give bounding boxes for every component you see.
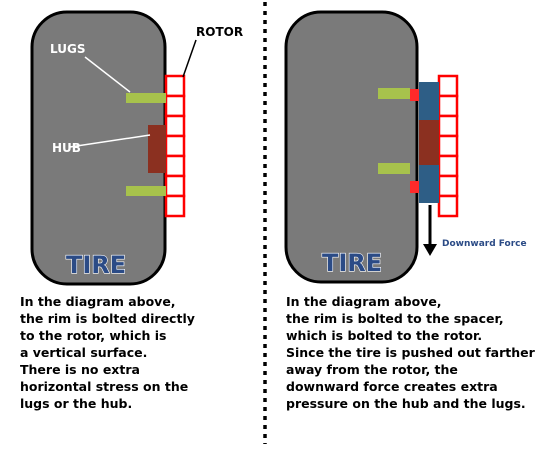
downward-force-arrow-icon xyxy=(423,244,437,256)
caption-line: downward force creates extra xyxy=(286,379,498,394)
lug-upper xyxy=(126,93,166,103)
caption-line: to the rotor, which is xyxy=(20,328,167,343)
rotor xyxy=(437,74,459,218)
downward-force-label: Downward Force xyxy=(442,239,527,249)
tire-body xyxy=(284,10,419,284)
caption-line: the rim is bolted to the spacer, xyxy=(286,311,504,326)
spacer-mount-panel: Downward Force TIRE In the diagram above… xyxy=(268,0,535,446)
rotor-pointer xyxy=(182,39,197,78)
caption-line: There is no extra xyxy=(20,362,140,377)
rotor xyxy=(164,74,186,218)
caption-line: horizontal stress on the xyxy=(20,379,189,394)
caption-line: pressure on the hub and the lugs. xyxy=(286,396,526,411)
lug-nut-lower xyxy=(410,181,419,193)
lug-upper xyxy=(378,88,410,99)
caption-line: lugs or the hub. xyxy=(20,396,133,411)
spacer-mount-caption: In the diagram above, the rim is bolted … xyxy=(286,293,535,412)
caption-line: away from the rotor, the xyxy=(286,362,458,377)
tire-label: TIRE xyxy=(66,251,126,279)
panel-divider xyxy=(263,0,267,446)
hub xyxy=(148,125,166,173)
spacer-mount-diagram: Downward Force TIRE xyxy=(284,10,527,284)
caption-line: In the diagram above, xyxy=(286,294,442,309)
direct-mount-caption: In the diagram above, the rim is bolted … xyxy=(20,293,195,412)
lug-lower xyxy=(126,186,166,196)
hub xyxy=(419,120,439,165)
lugs-label: LUGS xyxy=(50,42,85,56)
tire-label: TIRE xyxy=(322,249,382,277)
direct-mount-panel: LUGS HUB ROTOR TIRE In the diagram above… xyxy=(0,0,267,446)
caption-line: the rim is bolted directly xyxy=(20,311,195,326)
caption-line: In the diagram above, xyxy=(20,294,176,309)
hub-label: HUB xyxy=(52,141,81,155)
hub-pointer xyxy=(69,134,151,148)
caption-line: which is bolted to the rotor. xyxy=(286,328,483,343)
rotor-label: ROTOR xyxy=(196,25,243,39)
lugs-pointer xyxy=(84,56,131,93)
direct-mount-diagram: LUGS HUB ROTOR TIRE xyxy=(30,10,243,286)
spacer-upper xyxy=(419,82,439,120)
caption-line: a vertical surface. xyxy=(20,345,148,360)
lug-lower xyxy=(378,163,410,174)
caption-line: Since the tire is pushed out farther xyxy=(286,345,535,360)
spacer-lower xyxy=(419,165,439,203)
lug-nut-upper xyxy=(410,89,419,101)
